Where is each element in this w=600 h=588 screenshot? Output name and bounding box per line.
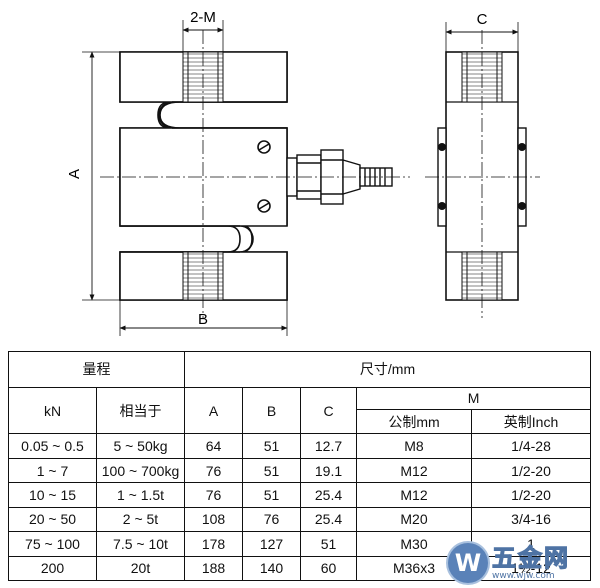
screw-icon xyxy=(257,140,271,154)
cell-b: 51 xyxy=(242,457,301,484)
col-c: C xyxy=(300,386,357,435)
cell-c: 12.7 xyxy=(300,433,357,459)
col-kn: kN xyxy=(8,386,97,435)
cell-imperial: 1½-12 xyxy=(470,555,592,582)
cell-a: 76 xyxy=(184,482,243,508)
cell-metric: M8 xyxy=(356,433,472,459)
cell-equiv: 20t xyxy=(96,555,185,582)
cell-b: 51 xyxy=(242,433,301,459)
cell-imperial: 3/4-16 xyxy=(470,506,592,533)
col-imperial: 英制Inch xyxy=(470,408,592,435)
cell-b: 76 xyxy=(242,506,301,533)
cell-b: 140 xyxy=(242,555,301,582)
cell-kn: 1 ~ 7 xyxy=(8,457,97,484)
cell-imperial: 1/4-28 xyxy=(470,433,592,459)
spec-table: 量程 尺寸/mm kN 相当于 A B C M 公制mm 英制Inch 0.05… xyxy=(8,351,592,582)
cell-equiv: 7.5 ~ 10t xyxy=(96,531,185,557)
cell-c: 25.4 xyxy=(300,506,357,533)
cell-a: 188 xyxy=(184,555,243,582)
cell-equiv: 2 ~ 5t xyxy=(96,506,185,533)
cell-metric: M12 xyxy=(356,482,472,508)
watermark-logo: W 五金网 www.wjw.com xyxy=(448,540,596,586)
cell-kn: 0.05 ~ 0.5 xyxy=(8,433,97,459)
brand-logo-icon: W xyxy=(448,543,488,583)
cell-b: 127 xyxy=(242,531,301,557)
cell-equiv: 5 ~ 50kg xyxy=(96,433,185,459)
brand-url: www.wjw.com xyxy=(492,570,555,581)
cell-c: 19.1 xyxy=(300,457,357,484)
technical-drawing: 2-M A B C xyxy=(66,9,540,336)
front-view xyxy=(82,20,410,336)
cell-c: 51 xyxy=(300,531,357,557)
col-a: A xyxy=(184,386,243,435)
cell-equiv: 100 ~ 700kg xyxy=(96,457,185,484)
cell-equiv: 1 ~ 1.5t xyxy=(96,482,185,508)
cell-metric: M12 xyxy=(356,457,472,484)
header-size: 尺寸/mm xyxy=(183,351,592,388)
table-header-row: 量程 尺寸/mm xyxy=(8,351,592,388)
side-view xyxy=(425,22,540,318)
cell-b: 51 xyxy=(242,482,301,508)
cell-kn: 75 ~ 100 xyxy=(8,531,97,557)
cell-c: 60 xyxy=(300,555,357,582)
cell-kn: 20 ~ 50 xyxy=(8,506,97,533)
label-a: A xyxy=(66,169,83,179)
cell-a: 108 xyxy=(184,506,243,533)
table-header-row: kN 相当于 A B C M xyxy=(8,386,592,435)
cell-imperial: 1/2-20 xyxy=(470,457,592,484)
col-equiv: 相当于 xyxy=(96,386,185,435)
header-m: M xyxy=(355,386,592,410)
brand-name: 五金网 xyxy=(491,543,570,572)
col-metric: 公制mm xyxy=(356,408,472,435)
cell-kn: 10 ~ 15 xyxy=(8,482,97,508)
label-c: C xyxy=(477,11,488,28)
col-b: B xyxy=(242,386,301,435)
label-2m: 2-M xyxy=(190,9,216,26)
cell-c: 25.4 xyxy=(300,482,357,508)
cell-metric: M20 xyxy=(356,506,472,533)
cell-a: 76 xyxy=(184,457,243,484)
cell-a: 178 xyxy=(184,531,243,557)
cell-imperial: 1/2-20 xyxy=(470,482,592,508)
label-b: B xyxy=(198,311,208,328)
table-header-row: 公制mm 英制Inch xyxy=(9,408,592,435)
header-range: 量程 xyxy=(8,351,185,388)
cell-a: 64 xyxy=(184,433,243,459)
cell-kn: 200 xyxy=(8,555,97,582)
screw-icon xyxy=(257,199,271,213)
